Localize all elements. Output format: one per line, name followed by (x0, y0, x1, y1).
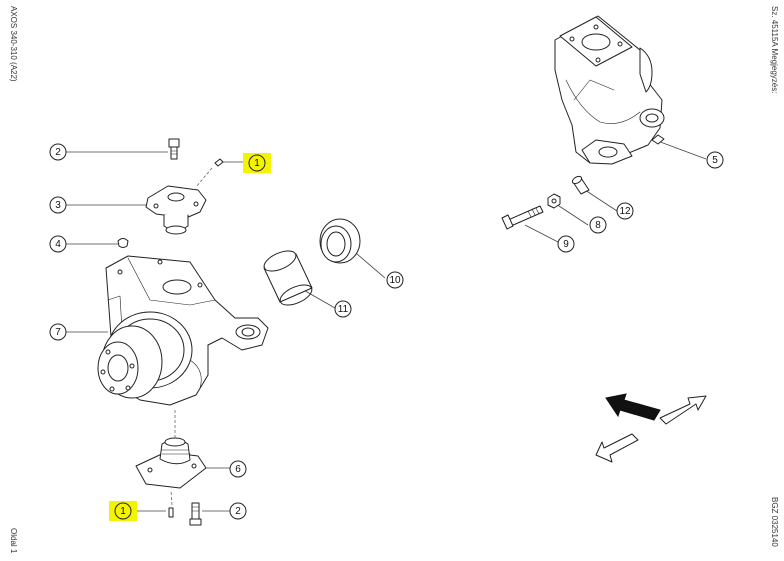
callout-circle (386, 271, 404, 289)
callout-circle (49, 235, 67, 253)
callout-circle (114, 502, 132, 520)
callout-label: 10 (389, 275, 401, 286)
leader-lines (66, 139, 707, 512)
bolt-part-9 (501, 205, 544, 230)
grease-nipple-bottom-part-1 (168, 507, 174, 518)
lower-cap-part-6 (135, 410, 207, 489)
bolt-bottom-part-2 (189, 502, 202, 526)
callout-label: 7 (55, 327, 61, 338)
bolt-top-part-2 (168, 138, 180, 160)
seal-ring-part-10 (319, 218, 361, 264)
steering-knuckle-part-7 (97, 255, 269, 406)
callout-label: 4 (55, 239, 61, 250)
grease-nipple-top-part-1 (214, 158, 224, 167)
callout-circle (589, 216, 607, 234)
callout-12: 12 (616, 202, 634, 220)
direction-arrows (595, 393, 707, 463)
callout-10: 10 (386, 271, 404, 289)
arrow-right-up-icon (659, 395, 707, 425)
callout-1: 1 (243, 153, 271, 173)
upper-cap-part-3 (145, 185, 207, 235)
bushing-part-12 (571, 175, 590, 195)
callout-4: 4 (49, 235, 67, 253)
plug-part-4 (117, 238, 129, 248)
callout-2: 2 (229, 502, 247, 520)
arrow-left-down-icon (595, 433, 639, 463)
arrow-black-icon (605, 393, 661, 421)
callout-5: 5 (706, 151, 724, 169)
callout-label: 2 (235, 506, 241, 517)
callout-label: 3 (55, 200, 61, 211)
callout-label: 9 (563, 239, 569, 250)
callout-circle (248, 154, 266, 172)
callout-label: 5 (712, 155, 718, 166)
callout-circle (229, 460, 247, 478)
callout-circle (49, 143, 67, 161)
callout-3: 3 (49, 196, 67, 214)
callout-circle (229, 502, 247, 520)
callout-label: 12 (619, 206, 631, 217)
callout-8: 8 (589, 216, 607, 234)
callout-9: 9 (557, 235, 575, 253)
callout-circle (616, 202, 634, 220)
callout-circle (49, 196, 67, 214)
callout-label: 1 (120, 506, 126, 517)
callout-circle (706, 151, 724, 169)
callout-label: 2 (55, 147, 61, 158)
callout-11: 11 (334, 300, 352, 318)
knuckle-view-part-5 (554, 15, 665, 165)
callout-circle (557, 235, 575, 253)
callout-1: 1 (109, 501, 137, 521)
bushing-part-11 (263, 250, 313, 306)
callout-7: 7 (49, 323, 67, 341)
callout-circle (334, 300, 352, 318)
callout-2: 2 (49, 143, 67, 161)
callout-6: 6 (229, 460, 247, 478)
callout-label: 8 (595, 220, 601, 231)
callout-label: 1 (254, 158, 260, 169)
callout-circle (49, 323, 67, 341)
callout-label: 11 (338, 304, 349, 315)
callout-label: 6 (235, 464, 241, 475)
nut-part-8 (547, 193, 561, 209)
